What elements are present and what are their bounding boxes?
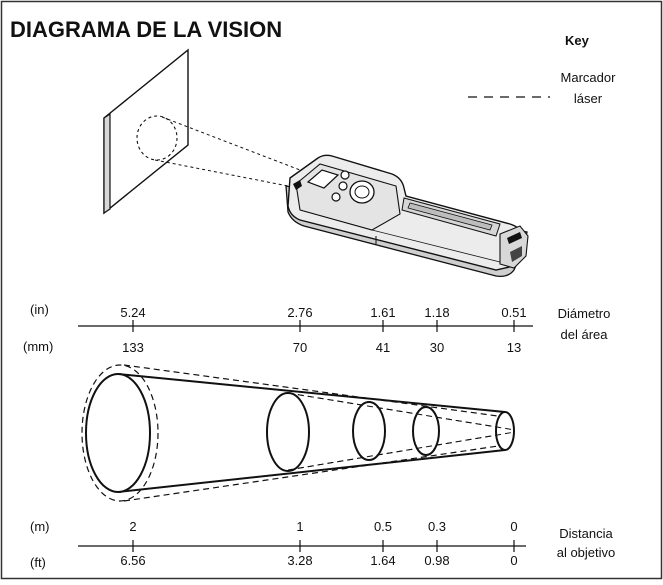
distance-scale: (m) (ft) 2 6.56 1 3.28 0.5 1.64 0.3 0.98 0 0 Dist… [30,519,615,570]
spot-ellipse-1m [266,392,310,472]
diameter-top-label: 1.18 [424,305,449,320]
spot-ellipse-0-3m [412,406,440,456]
distance-bottom-label: 0 [510,553,517,568]
distance-top-label: 0 [510,519,517,534]
diameter-bottom-label: 13 [507,340,521,355]
distance-label-1: Distancia [559,526,613,541]
diameter-top-label: 1.61 [370,305,395,320]
diameter-bottom-label: 133 [122,340,144,355]
device-button-2 [338,181,348,191]
distance-top-label: 1 [296,519,303,534]
spot-ellipse-0-5m [352,401,386,461]
diameter-scale: (in) (mm) 5.24 133 2.76 70 1.61 41 1.18 30 0.51 1… [23,302,610,355]
device-button-3 [331,192,341,202]
target-panel [103,48,189,215]
laser-outer-ellipse [81,364,159,502]
distance-top-label: 2 [129,519,136,534]
thermometer-device [285,154,529,278]
distance-top-label: 0.5 [374,519,392,534]
distance-unit-ft: (ft) [30,555,46,570]
diameter-top-label: 5.24 [120,305,145,320]
key-laser-label-1: Marcador [561,70,617,85]
distance-bottom-label: 3.28 [287,553,312,568]
diameter-bottom-label: 30 [430,340,444,355]
sight-line-top [161,116,301,171]
key-title: Key [565,33,590,48]
diameter-unit-mm: (mm) [23,339,53,354]
device-display [306,169,340,189]
diameter-label-1: Diámetro [558,306,611,321]
distance-bottom-label: 0.98 [424,553,449,568]
diameter-bottom-label: 70 [293,340,307,355]
distance-unit-m: (m) [30,519,50,534]
device-button-1 [340,170,350,180]
distance-bottom-label: 1.64 [370,553,395,568]
key-laser-label-2: láser [574,91,603,106]
diagram-title: DIAGRAMA DE LA VISION [10,17,282,42]
distance-bottom-label: 6.56 [120,553,145,568]
diameter-bottom-label: 41 [376,340,390,355]
diameter-label-2: del área [561,327,609,342]
device-trigger-button [349,180,375,204]
laser-bottom-line [123,444,506,502]
sight-line-bottom [154,159,289,187]
spot-ellipse-0m [495,411,515,451]
distance-label-2: al objetivo [557,545,616,560]
laser-top-line [123,364,506,418]
diameter-unit-in: (in) [30,302,49,317]
vision-cone [81,364,516,502]
spot-ellipse-2m [85,373,151,493]
diameter-top-label: 0.51 [501,305,526,320]
distance-top-label: 0.3 [428,519,446,534]
diameter-top-label: 2.76 [287,305,312,320]
